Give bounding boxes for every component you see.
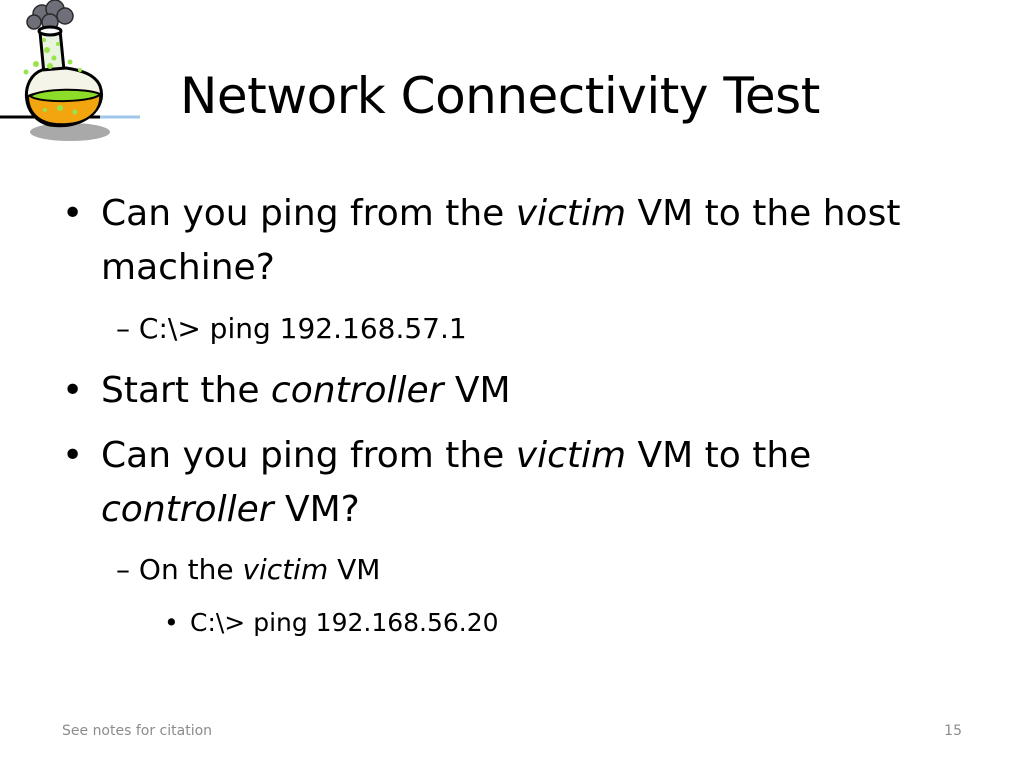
bullet-1-text-end: VM to the host <box>626 193 901 234</box>
bullet-3-line-2: controller VM? <box>101 487 360 533</box>
sub-sub-bullet-1: C:\> ping 192.168.56.20 <box>190 608 499 637</box>
chemistry-flask-icon <box>0 0 140 141</box>
page-number: 15 <box>944 723 962 739</box>
bullet-3-line-1: Can you ping from the victim VM to the <box>101 433 811 479</box>
bullet-1-line-2: machine? <box>101 247 275 288</box>
sub-bullet-dash: – <box>116 312 130 345</box>
bullet-1-text: Can you ping from the <box>101 193 516 234</box>
bullet-3-emphasis: victim <box>515 435 627 476</box>
bullet-marker: • <box>62 193 84 234</box>
bullet-2-text-end: VM <box>443 370 511 411</box>
bullet-3-emphasis-2: controller <box>101 489 274 530</box>
sub-bullet-3-text: On the <box>138 553 243 586</box>
bullet-2-emphasis: controller <box>270 370 444 411</box>
sub-bullet-3-emphasis: victim <box>242 553 329 586</box>
footer-citation: See notes for citation <box>62 723 213 739</box>
bullet-3-text-end: VM to the <box>626 435 812 476</box>
sub-bullet-3: – On the victim VM <box>116 552 380 588</box>
bullet-1-emphasis: victim <box>515 193 627 234</box>
sub-bullet-1-text: C:\> ping 192.168.57.1 <box>138 312 467 345</box>
bullet-marker: • <box>62 435 84 476</box>
sub-bullet-dash: – <box>116 553 130 586</box>
bullet-3-text-end-2: VM? <box>273 489 360 530</box>
bullet-marker: • <box>62 370 84 411</box>
bullet-2-text: Start the <box>101 370 271 411</box>
slide-title: Network Connectivity Test <box>180 67 820 125</box>
bullet-1-line-1: Can you ping from the victim VM to the h… <box>101 191 900 237</box>
sub-sub-bullet-marker: • <box>164 608 179 637</box>
bullet-2-line-1: Start the controller VM <box>101 368 511 414</box>
bullet-3-text: Can you ping from the <box>101 435 516 476</box>
sub-bullet-3-text-end: VM <box>328 553 381 586</box>
sub-bullet-1: – C:\> ping 192.168.57.1 <box>116 311 467 347</box>
